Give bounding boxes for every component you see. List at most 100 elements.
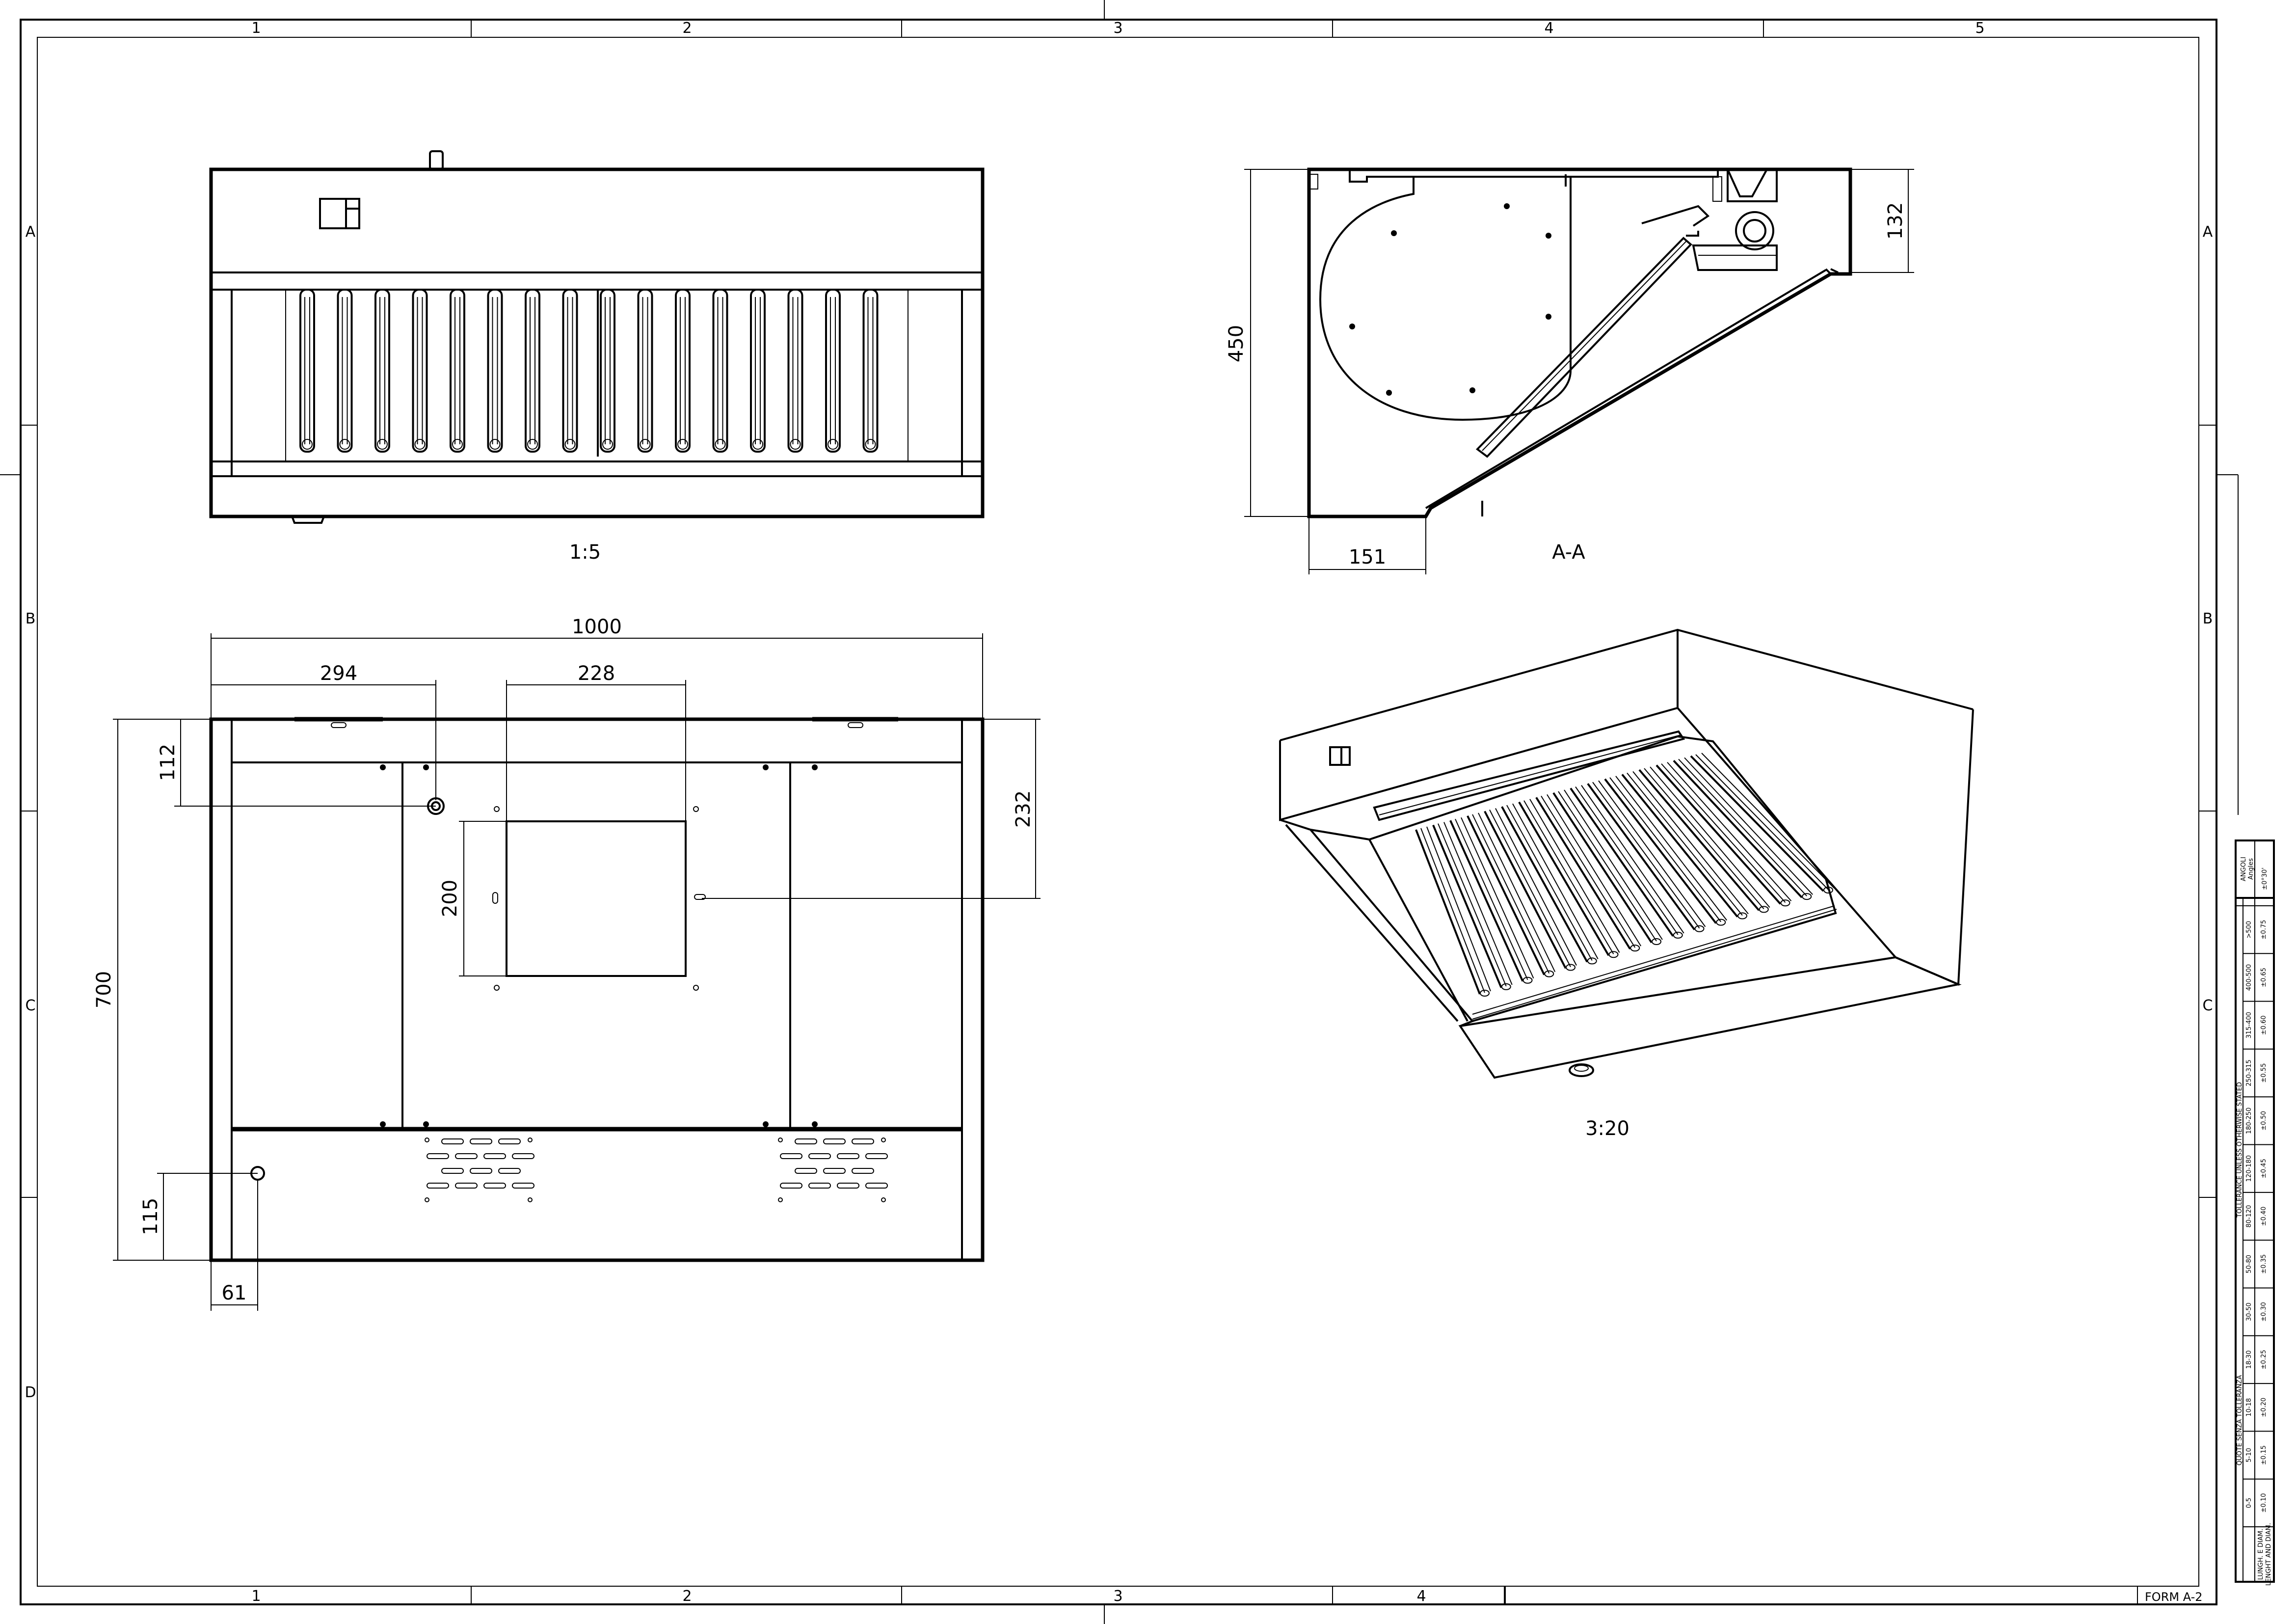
iso-filter-edge xyxy=(1478,812,1556,973)
tol-value: ±0.25 xyxy=(2260,1350,2268,1370)
iso-filter-edge xyxy=(1592,782,1700,929)
zone-bottom-3: 3 xyxy=(1113,1588,1122,1605)
front-filter-slot xyxy=(299,289,315,453)
iso-filter-edge xyxy=(1690,755,1824,892)
section-dim-depth: 151 xyxy=(1349,546,1386,568)
front-filter-end xyxy=(377,439,388,450)
iso-filter-end xyxy=(1652,938,1661,945)
iso-filter-end xyxy=(1501,983,1511,990)
plan-dim-side: 61 xyxy=(222,1282,247,1304)
front-filter-end xyxy=(527,439,538,450)
iso-filter-edge xyxy=(1587,783,1696,930)
iso-filter-edge xyxy=(1495,808,1577,966)
sheet-frame xyxy=(0,0,2239,1624)
vent-slot xyxy=(498,1168,521,1174)
front-filter-slot xyxy=(825,289,841,453)
tol-value: ±0.75 xyxy=(2260,920,2268,940)
tol-range: 0-5 xyxy=(2245,1498,2253,1508)
tol-value: ±0.40 xyxy=(2260,1207,2268,1226)
iso-filter-edge xyxy=(1512,803,1599,959)
iso-filter-edge xyxy=(1604,778,1717,924)
vent-slot xyxy=(808,1183,831,1189)
tol-range: 18-30 xyxy=(2245,1351,2253,1369)
vent-slot xyxy=(823,1168,846,1174)
iso-filter-edge xyxy=(1627,772,1743,916)
front-filter-end xyxy=(752,439,763,450)
front-filter-slot xyxy=(637,289,653,453)
zone-top-3: 3 xyxy=(1113,20,1122,37)
plan-dim-depth: 700 xyxy=(93,971,115,1008)
vent-slot xyxy=(852,1138,874,1144)
front-filter-slot xyxy=(412,289,428,453)
iso-filter-edge xyxy=(1547,794,1642,947)
iso-filter-edge xyxy=(1438,823,1507,987)
tol-value: ±0.65 xyxy=(2260,968,2268,987)
vent-slot xyxy=(795,1168,817,1174)
tol-value: ±0.30 xyxy=(2260,1302,2268,1322)
tol-row-label-it: LUNGH. E DIAM. xyxy=(2257,1529,2265,1580)
iso-filter-end xyxy=(1522,976,1533,984)
front-filter-end xyxy=(602,439,613,450)
iso-filter-edge xyxy=(1420,828,1485,993)
plan-view xyxy=(113,633,1041,1311)
tol-value: ±0.15 xyxy=(2260,1445,2268,1465)
iso-filter-edge xyxy=(1667,762,1792,901)
row-right-c: C xyxy=(2203,997,2213,1014)
tol-range: 180-250 xyxy=(2245,1108,2253,1134)
iso-filter-edge xyxy=(1415,829,1481,995)
iso-filter-edge xyxy=(1564,789,1663,940)
front-filter-end xyxy=(414,439,426,450)
plan-dim-right: 232 xyxy=(1012,790,1035,828)
iso-filter-end xyxy=(1630,945,1640,952)
tol-value: ±0.55 xyxy=(2260,1063,2268,1083)
front-filter-slot xyxy=(562,289,578,453)
iso-filter-edge xyxy=(1621,774,1738,918)
iso-filter-edge xyxy=(1523,800,1614,954)
iso-filter-edge xyxy=(1678,758,1807,896)
vent-slot xyxy=(427,1183,449,1189)
iso-filter-edge xyxy=(1632,771,1749,915)
zone-top-4: 4 xyxy=(1544,20,1553,37)
iso-filter-edge xyxy=(1581,785,1684,934)
iso-filter-edge xyxy=(1501,806,1588,963)
vent-slot xyxy=(865,1153,888,1159)
iso-filter-edge xyxy=(1449,820,1524,982)
vent-dot xyxy=(528,1137,533,1142)
zone-top-1: 1 xyxy=(251,20,261,37)
iso-filter-edge xyxy=(1644,768,1764,910)
tol-range: 315-400 xyxy=(2245,1012,2253,1038)
front-filter-end xyxy=(564,439,576,450)
front-filter-slot xyxy=(525,289,540,453)
row-right-b: B xyxy=(2203,610,2213,627)
front-filter-end xyxy=(715,439,726,450)
vent-slot xyxy=(441,1168,464,1174)
iso-filter-end xyxy=(1737,912,1747,920)
zone-bottom-2: 2 xyxy=(682,1588,692,1605)
vent-slot xyxy=(512,1153,534,1159)
vent-slot xyxy=(470,1168,492,1174)
iso-filter-edge xyxy=(1701,753,1835,889)
front-filter-end xyxy=(339,439,350,450)
vent-dot xyxy=(778,1137,783,1142)
front-filter-end xyxy=(828,439,838,450)
tol-angles-label-en: Angles xyxy=(2247,858,2255,880)
tol-range: 50-80 xyxy=(2245,1255,2253,1273)
iso-filter-edge xyxy=(1695,754,1829,890)
section-label: A-A xyxy=(1552,541,1585,564)
vent-slot xyxy=(852,1168,874,1174)
tol-title-it: QUOTE SENZA TOLLERANZA xyxy=(2236,1375,2243,1465)
front-view xyxy=(209,150,985,524)
vent-slot xyxy=(837,1183,859,1189)
section-dim-height: 450 xyxy=(1225,325,1248,362)
vent-slot xyxy=(808,1153,831,1159)
form-code: FORM A-2 xyxy=(2145,1590,2203,1604)
front-filter-end xyxy=(302,439,313,450)
plan-dim-bottom: 115 xyxy=(139,1198,162,1235)
plan-dim-top: 112 xyxy=(157,744,179,781)
front-filter-end xyxy=(790,439,801,450)
tol-value: ±0.45 xyxy=(2260,1159,2268,1178)
iso-view-scale: 3:20 xyxy=(1585,1117,1629,1140)
iso-filter-edge xyxy=(1552,792,1653,944)
vent-dot xyxy=(881,1137,886,1142)
iso-filter-edge xyxy=(1461,817,1534,979)
